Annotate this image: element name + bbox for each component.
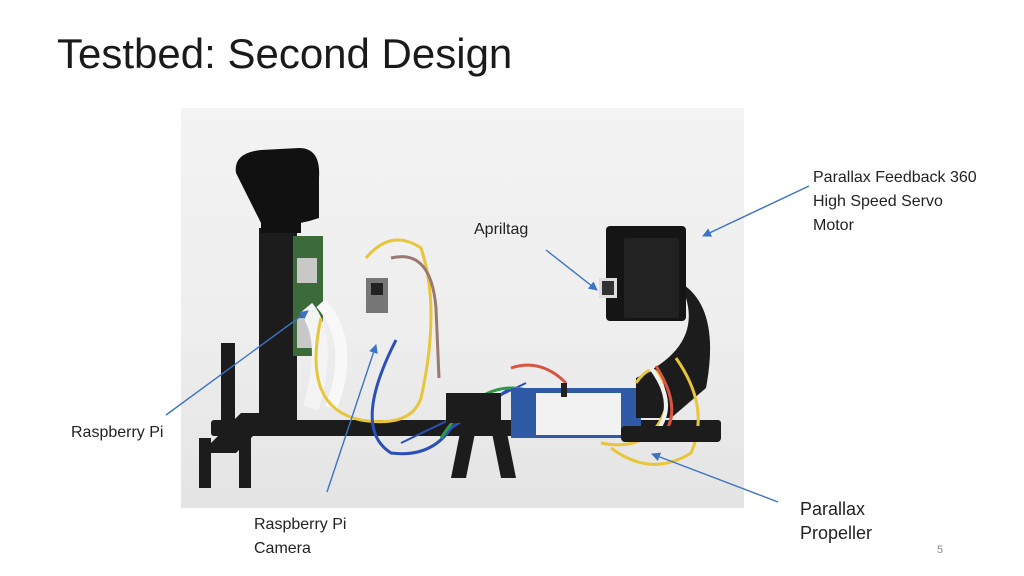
ribbon-cable — [299, 302, 328, 411]
left-leg-1 — [199, 438, 211, 488]
slide-title: Testbed: Second Design — [57, 30, 513, 77]
servo-label: Parallax Feedback 360 High Speed Servo M… — [813, 169, 977, 234]
testbed-photo — [181, 108, 744, 508]
raspberry-pi-label: Raspberry Pi — [71, 424, 164, 441]
page-number: 5 — [937, 544, 944, 556]
pi-camera-arrow — [326, 344, 378, 493]
left-leg-2 — [239, 438, 251, 488]
pi-camera-label: Raspberry Pi Camera — [254, 516, 347, 557]
apriltag-label: Apriltag — [474, 221, 529, 238]
apriltag-arrow — [545, 249, 598, 291]
camera-tower — [259, 228, 297, 428]
raspberry-pi-arrow — [165, 310, 309, 416]
middle-mount — [446, 393, 501, 423]
servo-arrow — [702, 185, 810, 237]
small-post — [221, 343, 235, 428]
propeller-arrow — [651, 452, 779, 503]
breadboard — [536, 393, 621, 435]
propeller-label: Parallax Propeller — [800, 499, 873, 543]
left-foot — [201, 413, 276, 453]
testbed-illustration — [199, 148, 721, 488]
